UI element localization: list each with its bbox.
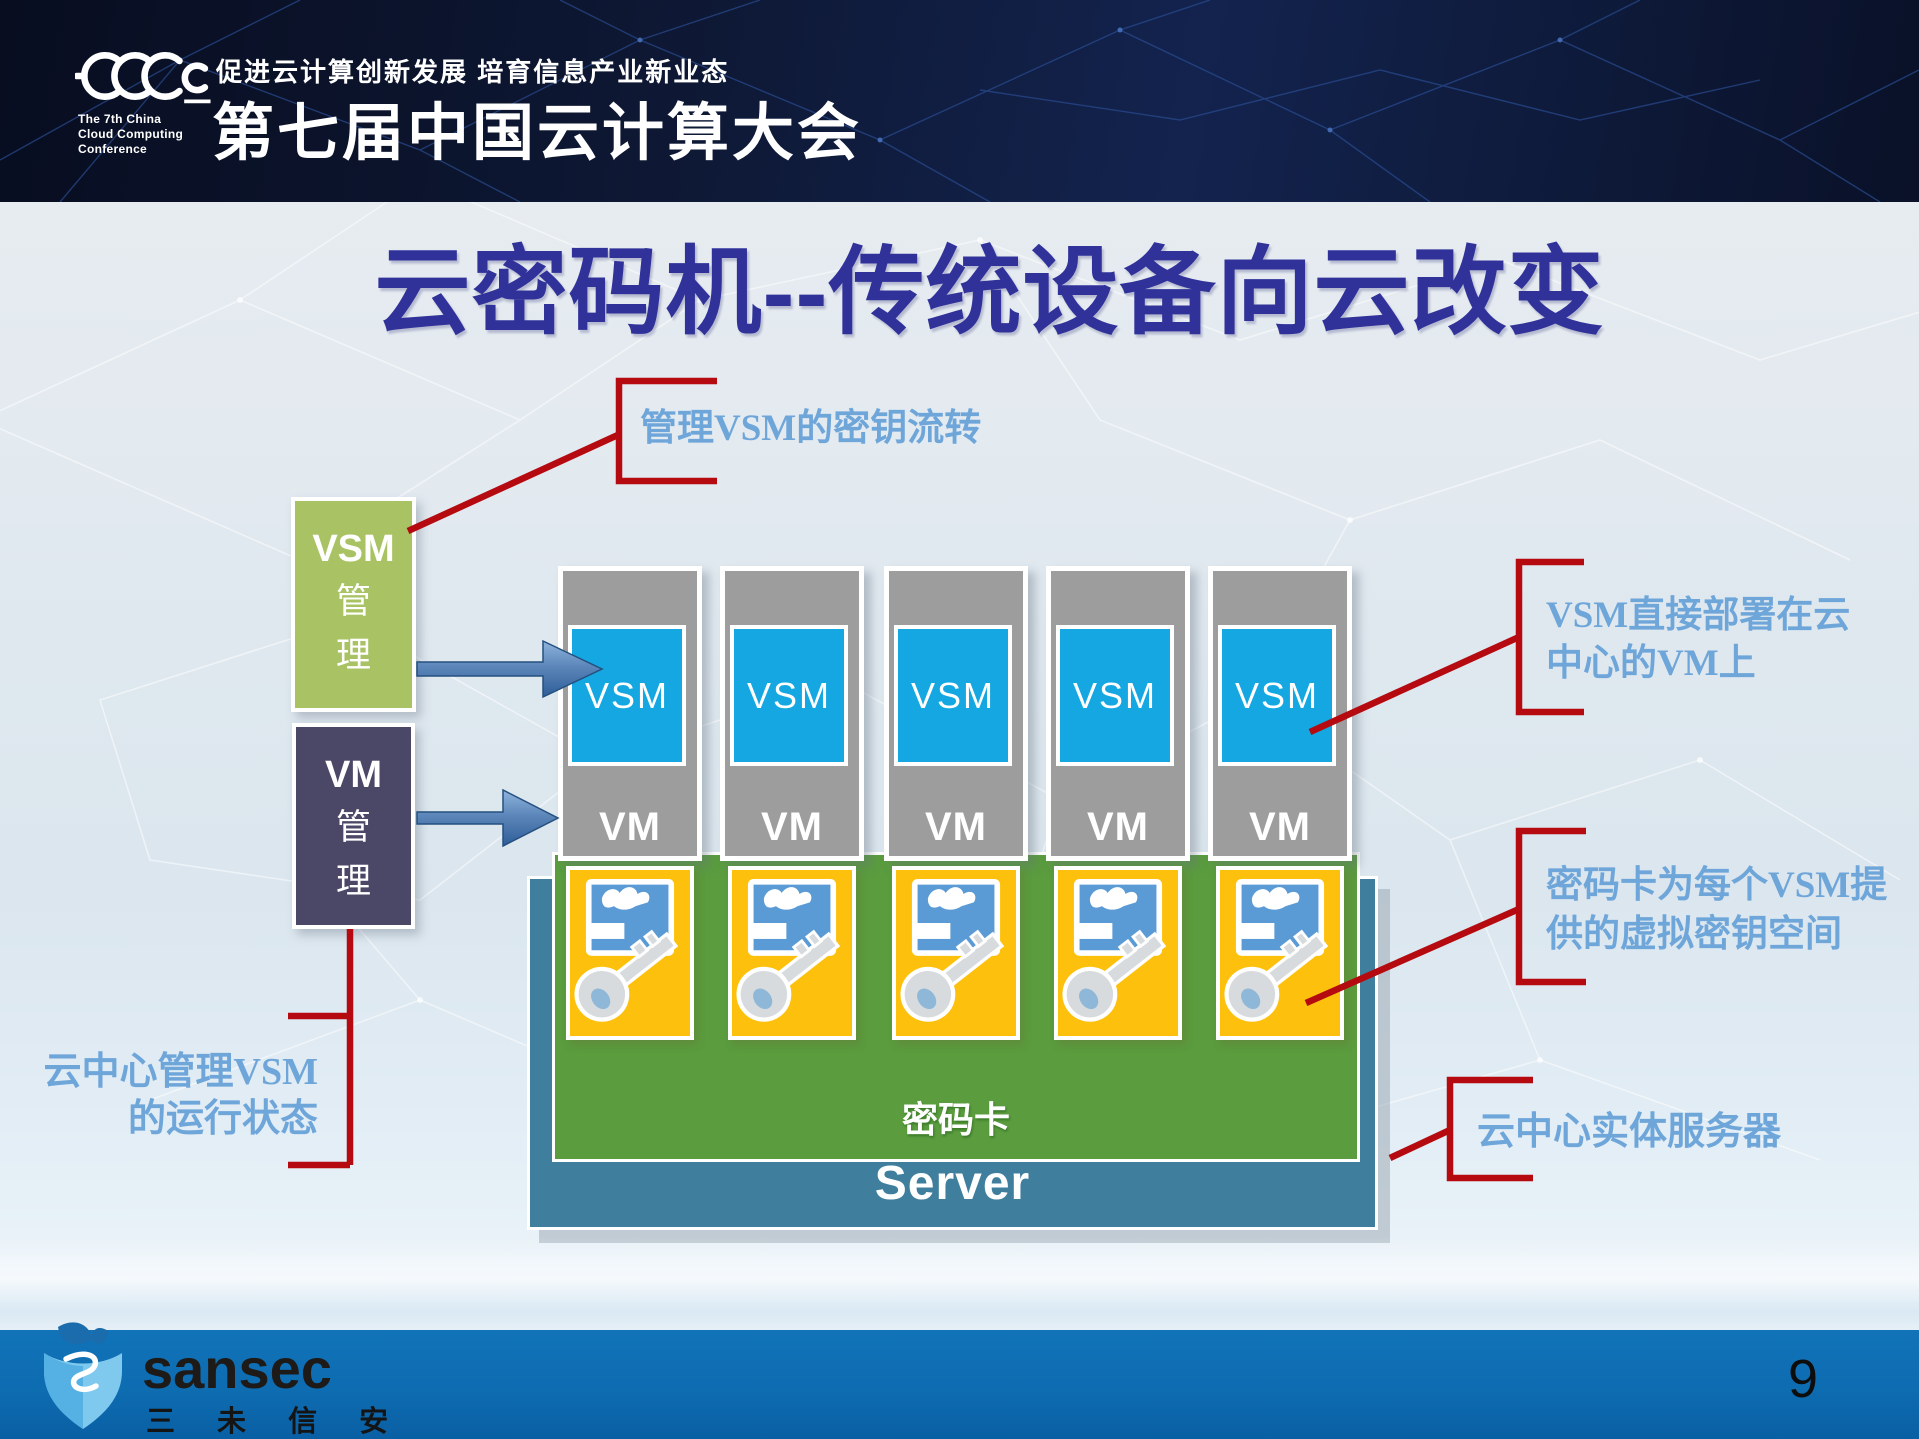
annotation-manage-state: 云中心管理VSM 的运行状态 — [40, 1049, 318, 1143]
conference-logo-caption: The 7th China Cloud Computing Conference — [78, 112, 184, 156]
vsm-manager-label-cn2: 理 — [335, 636, 371, 675]
vm-manager-label-cn1: 管 — [335, 808, 371, 847]
vm-manager-label-en: VM — [325, 754, 382, 796]
page-number: 9 — [1787, 1349, 1819, 1409]
annotation-card-space: 密码卡为每个VSM提 供的虚拟密钥空间 — [1546, 861, 1887, 959]
vsm-instance-box: VSM — [1218, 625, 1336, 766]
annotation-manage-state-line2: 的运行状态 — [127, 1098, 318, 1140]
vsm-manager-label-en: VSM — [312, 528, 395, 570]
vm-column: VSM VM — [884, 566, 1028, 861]
vsm-instance-box: VSM — [1056, 625, 1174, 766]
vm-column: VSM VM — [720, 566, 864, 861]
vsm-instance-box: VSM — [730, 625, 848, 766]
vm-label: VM — [761, 805, 823, 849]
vm-manager-label-cn2: 理 — [335, 862, 371, 901]
vm-column: VSM VM — [1208, 566, 1352, 861]
vsm-manager-label-cn1: 管 — [335, 582, 371, 621]
crypto-card-label: 密码卡 — [901, 1100, 1010, 1140]
server-label: Server — [874, 1157, 1031, 1210]
virtual-key-space-box — [1216, 866, 1344, 1040]
key-icon — [1224, 878, 1329, 1022]
vm-label: VM — [1249, 805, 1311, 849]
key-icon — [574, 878, 679, 1022]
vsm-manager-box: VSM 管 理 — [291, 497, 416, 712]
annotation-key-flow: 管理VSM的密钥流转 — [640, 408, 982, 449]
conference-logo-icon — [75, 52, 211, 104]
key-icon — [736, 878, 841, 1022]
annotation-manage-state-line1: 云中心管理VSM — [43, 1051, 318, 1093]
sansec-logo-icon — [44, 1322, 122, 1429]
annotation-card-space-line2: 供的虚拟密钥空间 — [1546, 914, 1842, 955]
annotation-vsm-deploy-line2: 中心的VM上 — [1546, 643, 1756, 684]
virtual-key-space-box — [892, 866, 1020, 1040]
brand-wordmark: sansec — [142, 1337, 332, 1400]
vm-label: VM — [925, 805, 987, 849]
key-icon — [1062, 878, 1167, 1022]
vm-column: VSM VM — [1046, 566, 1190, 861]
key-icon — [900, 878, 1005, 1022]
annotation-server-note: 云中心实体服务器 — [1477, 1111, 1782, 1153]
virtual-key-space-box — [566, 866, 694, 1040]
vm-label: VM — [1087, 805, 1149, 849]
header-banner: The 7th China Cloud Computing Conference… — [0, 0, 1919, 202]
vm-manager-box: VM 管 理 — [292, 723, 415, 929]
footer-light-strip — [0, 1236, 1919, 1330]
vsm-instance-box: VSM — [894, 625, 1012, 766]
vm-column: VSM VM — [558, 566, 702, 861]
page-title: 云密码机--传统设备向云改变 — [374, 239, 1605, 346]
annotation-vsm-deploy: VSM直接部署在云 中心的VM上 — [1546, 592, 1850, 688]
virtual-key-space-box — [1054, 866, 1182, 1040]
conference-title: 第七届中国云计算大会 — [212, 99, 863, 168]
header-mesh-decoration — [0, 0, 1919, 202]
brand-wordmark-cn: 三 未 信 安 — [146, 1406, 406, 1438]
vsm-instance-box: VSM — [568, 625, 686, 766]
footer-band — [0, 1330, 1919, 1439]
header-tagline: 促进云计算创新发展 培育信息产业新业态 — [216, 57, 730, 87]
annotation-card-space-line1: 密码卡为每个VSM提 — [1546, 865, 1888, 906]
virtual-key-space-box — [728, 866, 856, 1040]
annotation-vsm-deploy-line1: VSM直接部署在云 — [1546, 595, 1851, 636]
vm-label: VM — [599, 805, 661, 849]
